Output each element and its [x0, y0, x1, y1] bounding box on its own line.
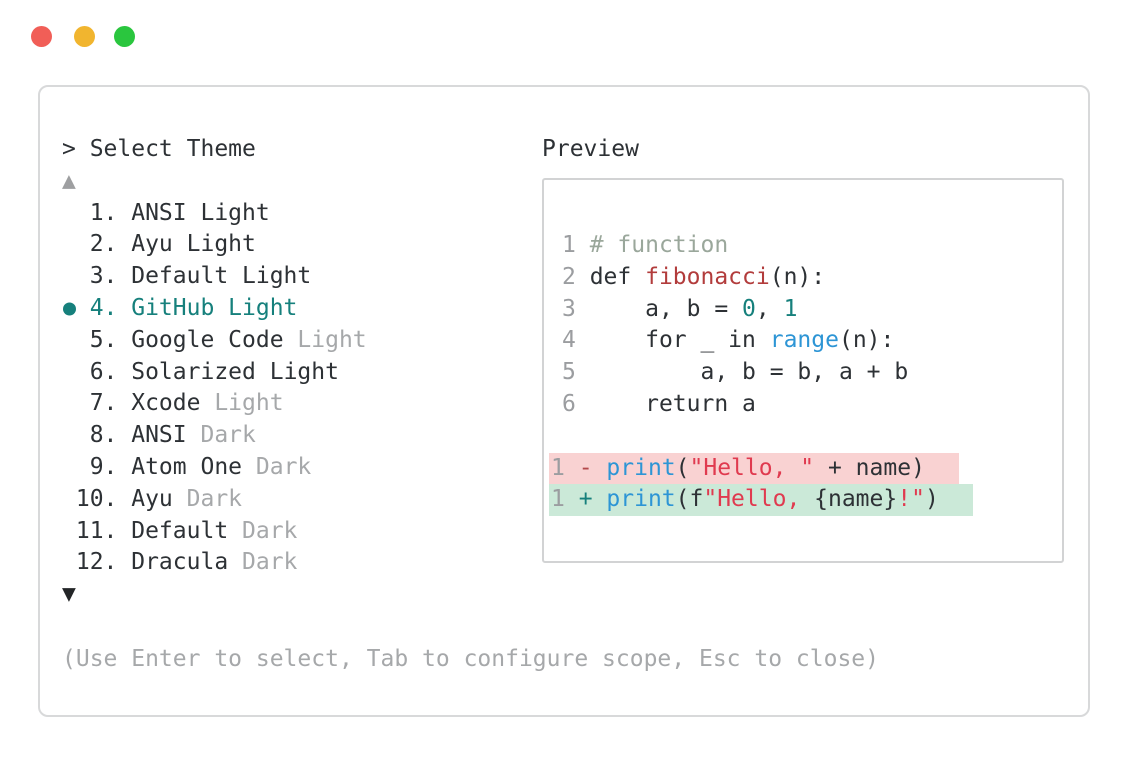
theme-list-item[interactable]: 4. GitHub Light: [62, 293, 367, 325]
select-theme-prompt: > Select Theme: [62, 136, 256, 162]
code-line: 3 a, b = 0, 1: [562, 295, 798, 322]
down-triangle-icon: ▼: [62, 581, 76, 608]
maximize-button[interactable]: [114, 26, 135, 47]
theme-item-name: 6. Solarized: [62, 358, 270, 385]
code-line: 5 a, b = b, a + b: [562, 359, 909, 386]
theme-item-variant: Dark: [255, 453, 312, 480]
theme-item-variant: Light: [269, 358, 339, 385]
theme-item-variant: Light: [228, 294, 298, 321]
theme-item-name: 1. ANSI: [62, 199, 201, 226]
code-snippet: 1 # function 2 def fibonacci(n): 3 a, b = …: [562, 230, 908, 421]
theme-list-item[interactable]: 1. ANSI Light: [62, 198, 367, 230]
theme-item-variant: Dark: [242, 549, 298, 576]
theme-item-variant: Light: [186, 231, 256, 258]
theme-item-variant: Dark: [186, 485, 243, 512]
diff-line-removed: 1 - print("Hello, " + name): [549, 452, 959, 485]
theme-list-item[interactable]: 3. Default Light: [62, 261, 367, 293]
theme-item-variant: Light: [242, 263, 312, 290]
theme-list-item[interactable]: 2. Ayu Light: [62, 229, 367, 261]
minimize-button[interactable]: [74, 26, 95, 47]
theme-item-name: 10. Ayu: [62, 485, 187, 512]
theme-item-variant: Light: [297, 326, 367, 353]
theme-item-name: 2. Ayu: [62, 231, 187, 258]
theme-list-item[interactable]: 8. ANSI Dark: [62, 420, 367, 452]
scroll-down-arrow[interactable]: ▼: [62, 579, 367, 611]
theme-list-item[interactable]: 7. Xcode Light: [62, 388, 367, 420]
theme-item-name: 7. Xcode: [62, 390, 215, 417]
code-line: 2 def fibonacci(n):: [562, 263, 826, 290]
theme-item-name: 9. Atom One: [62, 453, 256, 480]
theme-item-variant: Dark: [200, 422, 256, 449]
code-line: 1 # function: [562, 232, 729, 258]
selected-bullet-icon: [63, 302, 76, 316]
scroll-up-arrow[interactable]: ▲: [62, 166, 367, 198]
code-line: 4 for _ in range(n):: [562, 327, 895, 354]
theme-item-name: 12. Dracula: [62, 549, 243, 576]
diff-line-added: 1 + print(f"Hello, {name}!"): [549, 484, 973, 517]
preview-pane: 1 # function 2 def fibonacci(n): 3 a, b = …: [542, 178, 1064, 563]
close-button[interactable]: [31, 26, 52, 47]
theme-item-name: 5. Google Code: [62, 326, 298, 353]
theme-list: ▲ 1. ANSI Light 2. Ayu Light 3. Default …: [62, 166, 367, 611]
theme-list-item[interactable]: 12. Dracula Dark: [62, 547, 367, 579]
theme-item-variant: Light: [214, 390, 284, 417]
theme-list-item[interactable]: 5. Google Code Light: [62, 325, 367, 357]
theme-item-name: 8. ANSI: [62, 422, 201, 449]
theme-list-item[interactable]: 11. Default Dark: [62, 516, 367, 548]
theme-list-item[interactable]: 10. Ayu Dark: [62, 484, 367, 516]
preview-label: Preview: [542, 136, 639, 162]
theme-list-item[interactable]: 9. Atom One Dark: [62, 452, 367, 484]
theme-item-variant: Dark: [242, 517, 298, 544]
diff-snippet: 1 - print("Hello, " + name)1 + print(f"H…: [549, 452, 973, 517]
theme-item-variant: Light: [200, 199, 270, 226]
theme-item-name: 11. Default: [62, 517, 243, 544]
theme-item-name: 3. Default: [62, 263, 243, 290]
theme-item-name: 4. GitHub: [62, 294, 229, 321]
theme-picker-panel: > Select Theme ▲ 1. ANSI Light 2. Ayu Li…: [38, 85, 1090, 717]
theme-list-item[interactable]: 6. Solarized Light: [62, 357, 367, 389]
code-line: 6 return a: [562, 390, 756, 417]
keyboard-hint: (Use Enter to select, Tab to configure s…: [62, 646, 879, 672]
up-triangle-icon: ▲: [62, 167, 76, 194]
